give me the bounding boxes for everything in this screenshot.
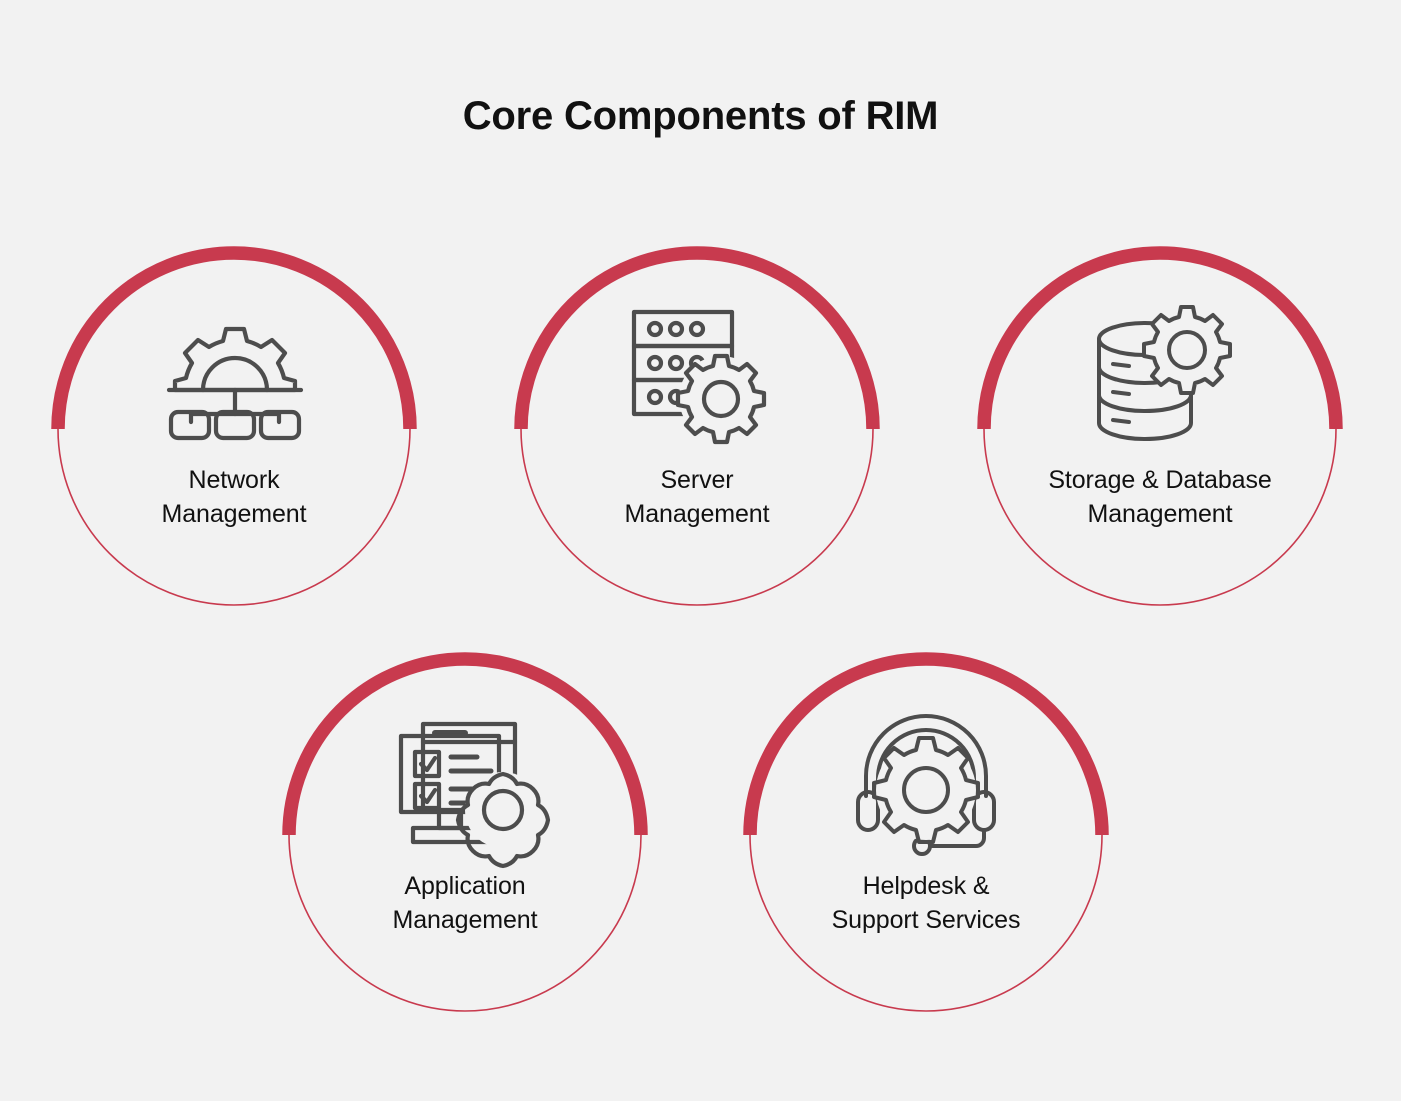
component-label-line1: Helpdesk & — [862, 872, 990, 900]
component-circle-network-management[interactable]: Network Management — [51, 246, 417, 612]
ring-graphic — [282, 652, 648, 1012]
component-circle-server-management[interactable]: Server Management — [514, 246, 880, 612]
component-label-line1: Server — [660, 466, 734, 494]
icon-server-rack-gear — [514, 302, 880, 445]
component-label: Storage & Database Management — [985, 464, 1335, 532]
ring-graphic — [514, 246, 880, 606]
component-circle-application-management[interactable]: Application Management — [282, 652, 648, 1018]
ring-graphic — [51, 246, 417, 606]
ring-graphic — [743, 652, 1109, 1012]
component-label-line1: Application — [404, 872, 526, 900]
component-label: Server Management — [522, 464, 872, 532]
icon-database-cylinder-gear — [977, 302, 1343, 442]
component-circle-storage-database-management[interactable]: Storage & Database Management — [977, 246, 1343, 612]
ring-graphic — [977, 246, 1343, 606]
icon-monitor-checklist-gear — [282, 708, 648, 869]
component-label-line2: Management — [392, 905, 538, 934]
component-label-line2: Management — [1087, 499, 1233, 528]
icon-headset-gear — [743, 708, 1109, 856]
icon-network-gear-hierarchy — [51, 302, 417, 442]
component-label: Application Management — [290, 870, 640, 938]
component-label-line2: Management — [624, 499, 770, 528]
component-label-line2: Management — [161, 499, 307, 528]
component-label-line2: Support Services — [831, 905, 1021, 934]
page-title: Core Components of RIM — [462, 94, 939, 138]
component-circle-helpdesk-support-services[interactable]: Helpdesk & Support Services — [743, 652, 1109, 1018]
component-label: Network Management — [59, 464, 409, 532]
component-label: Helpdesk & Support Services — [751, 870, 1101, 938]
component-label-line1: Network — [188, 466, 280, 494]
component-label-line1: Storage & Database — [1048, 466, 1272, 494]
